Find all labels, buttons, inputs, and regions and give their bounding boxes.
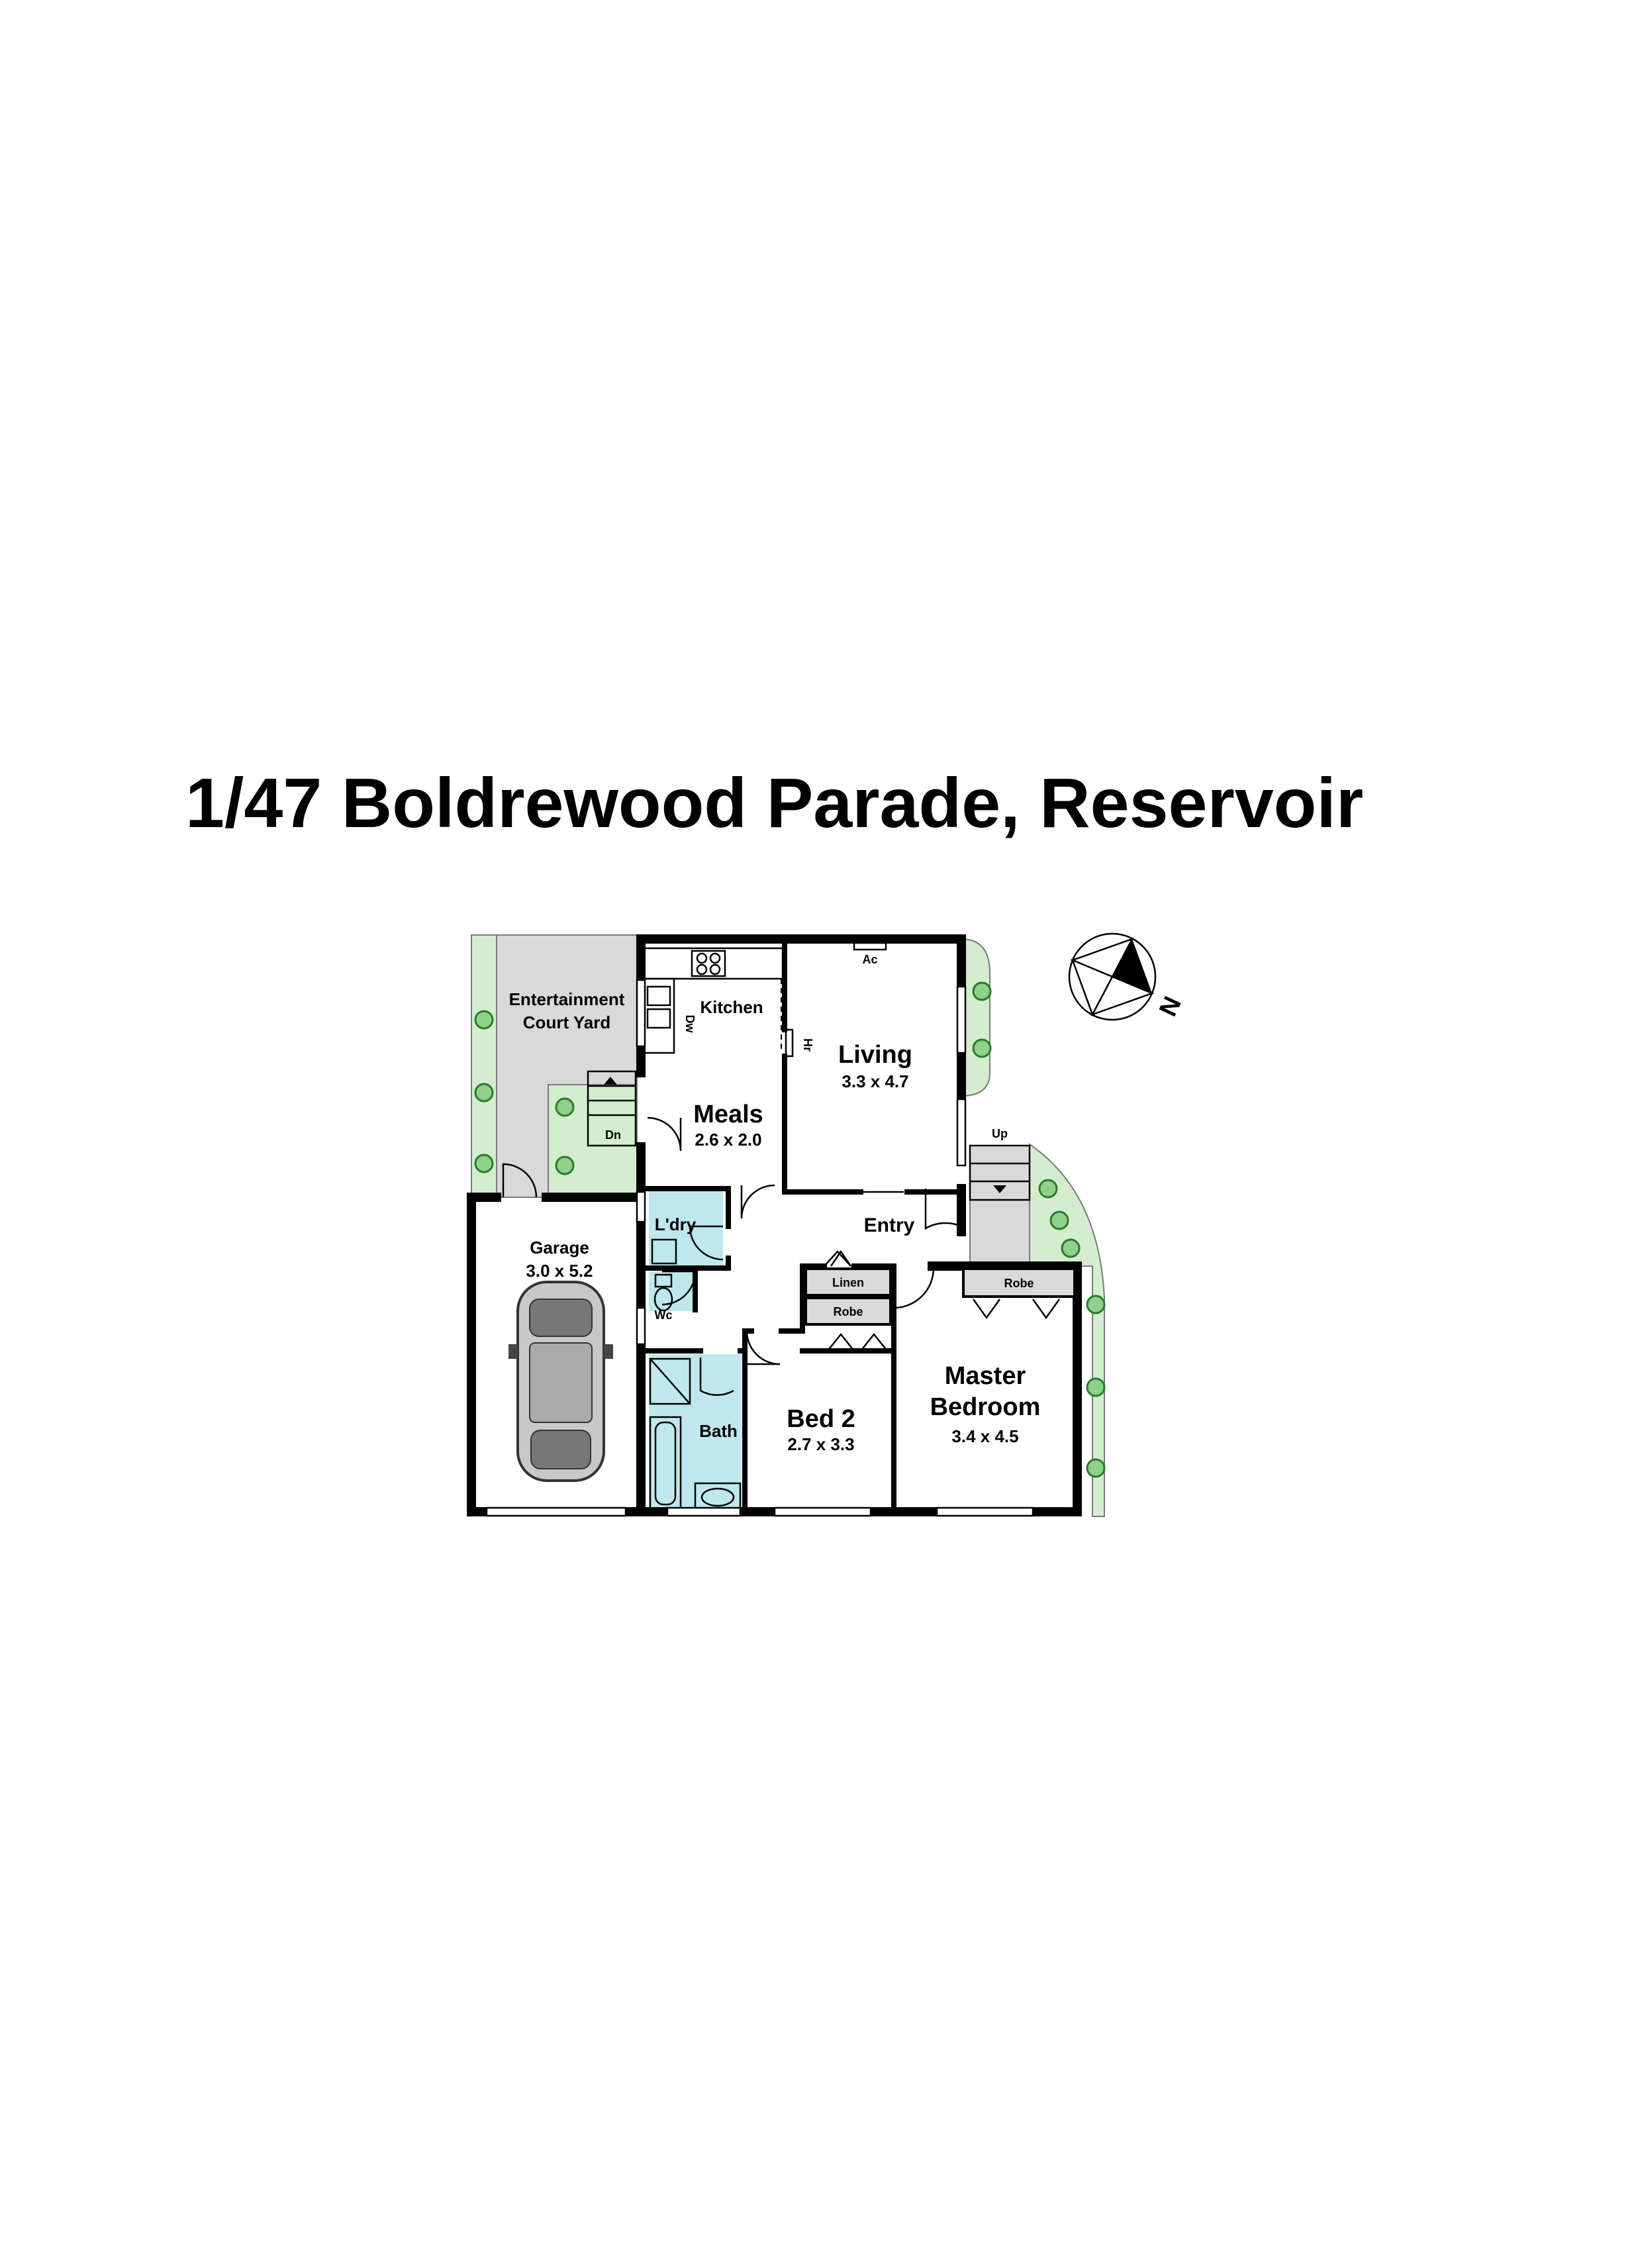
courtyard-label-1: Entertainment: [509, 989, 625, 1009]
master-label-1: Master: [945, 1362, 1026, 1390]
tree-icon: [1086, 1377, 1106, 1397]
master-size: 3.4 x 4.5: [951, 1426, 1018, 1446]
bifold-door: [972, 1299, 1001, 1320]
trough-icon: [651, 1238, 677, 1265]
window: [636, 979, 646, 1048]
window: [956, 1098, 967, 1167]
courtyard-label-2: Court Yard: [523, 1012, 610, 1032]
stairs-up-label: Up: [992, 1127, 1008, 1140]
compass-label: N: [1154, 993, 1187, 1021]
wc-label: Wc: [655, 1308, 673, 1322]
bifold-door: [827, 1332, 855, 1352]
doors: [502, 1116, 1061, 1396]
window: [636, 1191, 646, 1223]
page-title: 1/47 Boldrewood Parade, Reservoir: [185, 764, 1364, 842]
ac-unit-icon: [853, 942, 887, 951]
sink-icon: [646, 1008, 671, 1029]
door: [699, 1357, 734, 1396]
laundry-label: L'dry: [655, 1214, 697, 1234]
ac-label: Ac: [862, 953, 877, 966]
window: [636, 1307, 646, 1346]
garage-size: 3.0 x 5.2: [526, 1261, 593, 1281]
garage-label: Garage: [530, 1238, 589, 1257]
garage-door: [485, 1506, 627, 1517]
window: [666, 1506, 742, 1517]
stairs-down-label: Dn: [605, 1128, 621, 1142]
stairs-up: Up: [969, 1127, 1031, 1201]
door: [647, 1116, 682, 1152]
entry-label: Entry: [864, 1214, 915, 1236]
bifold-door: [830, 1250, 852, 1267]
bed2-label: Bed 2: [787, 1405, 855, 1433]
shower-icon: [649, 1357, 691, 1405]
tree-icon: [1086, 1295, 1106, 1314]
room-labels: Entertainment Court Yard Kitchen Living …: [509, 989, 1041, 1454]
tree-icon: [1061, 1238, 1081, 1258]
linen-label: Linen: [832, 1276, 864, 1289]
toilet-icon: [653, 1273, 673, 1312]
window: [936, 1506, 1034, 1517]
robe-bed2-label: Robe: [834, 1305, 863, 1318]
cooktop-icon: [691, 950, 726, 977]
north-arrow-icon: [1112, 939, 1152, 993]
robe-master-label: Robe: [1004, 1277, 1034, 1290]
tree-icon: [1086, 1458, 1106, 1478]
trees: [474, 981, 1106, 1478]
car-icon: [508, 1281, 613, 1482]
tree-icon: [1038, 1179, 1058, 1199]
tree-icon: [555, 1156, 575, 1175]
tree-icon: [474, 1083, 494, 1103]
window: [773, 1506, 872, 1517]
tree-icon: [972, 981, 992, 1001]
tree-icon: [1049, 1210, 1069, 1230]
door: [689, 1225, 724, 1261]
door: [502, 1163, 538, 1198]
bifold-door: [860, 1332, 888, 1352]
compass: N: [1068, 932, 1187, 1021]
kitchen-label: Kitchen: [700, 997, 763, 1017]
window: [956, 985, 967, 1054]
master-garden-bed: [1029, 1143, 1105, 1517]
meals-label: Meals: [693, 1101, 763, 1128]
heater-label: Hr: [801, 1038, 814, 1052]
master-label-2: Bedroom: [930, 1393, 1041, 1421]
stairs-down: Dn: [587, 1070, 637, 1147]
tree-icon: [555, 1097, 575, 1117]
door: [746, 1330, 781, 1365]
dishwasher-label: Dw: [683, 1015, 697, 1034]
tree-icon: [474, 1154, 494, 1173]
kitchen-fixtures: Dw: [642, 947, 784, 1054]
windows: [485, 979, 1034, 1517]
laundry-tiles: [649, 1189, 723, 1267]
door: [740, 1184, 775, 1219]
bath-label: Bath: [699, 1421, 738, 1441]
sink-icon: [646, 985, 671, 1007]
bifold-door: [1032, 1299, 1061, 1320]
heater-icon: [785, 1028, 794, 1058]
tree-icon: [474, 1010, 494, 1030]
arrow-up-icon: [604, 1077, 617, 1085]
arrow-down-icon: [993, 1185, 1006, 1193]
bed2-size: 2.7 x 3.3: [787, 1434, 854, 1454]
tree-icon: [972, 1038, 992, 1058]
meals-size: 2.6 x 2.0: [695, 1130, 761, 1150]
living-label: Living: [838, 1041, 912, 1069]
bifold-door: [824, 1250, 851, 1267]
door: [893, 1267, 935, 1309]
living-size: 3.3 x 4.7: [842, 1071, 908, 1091]
